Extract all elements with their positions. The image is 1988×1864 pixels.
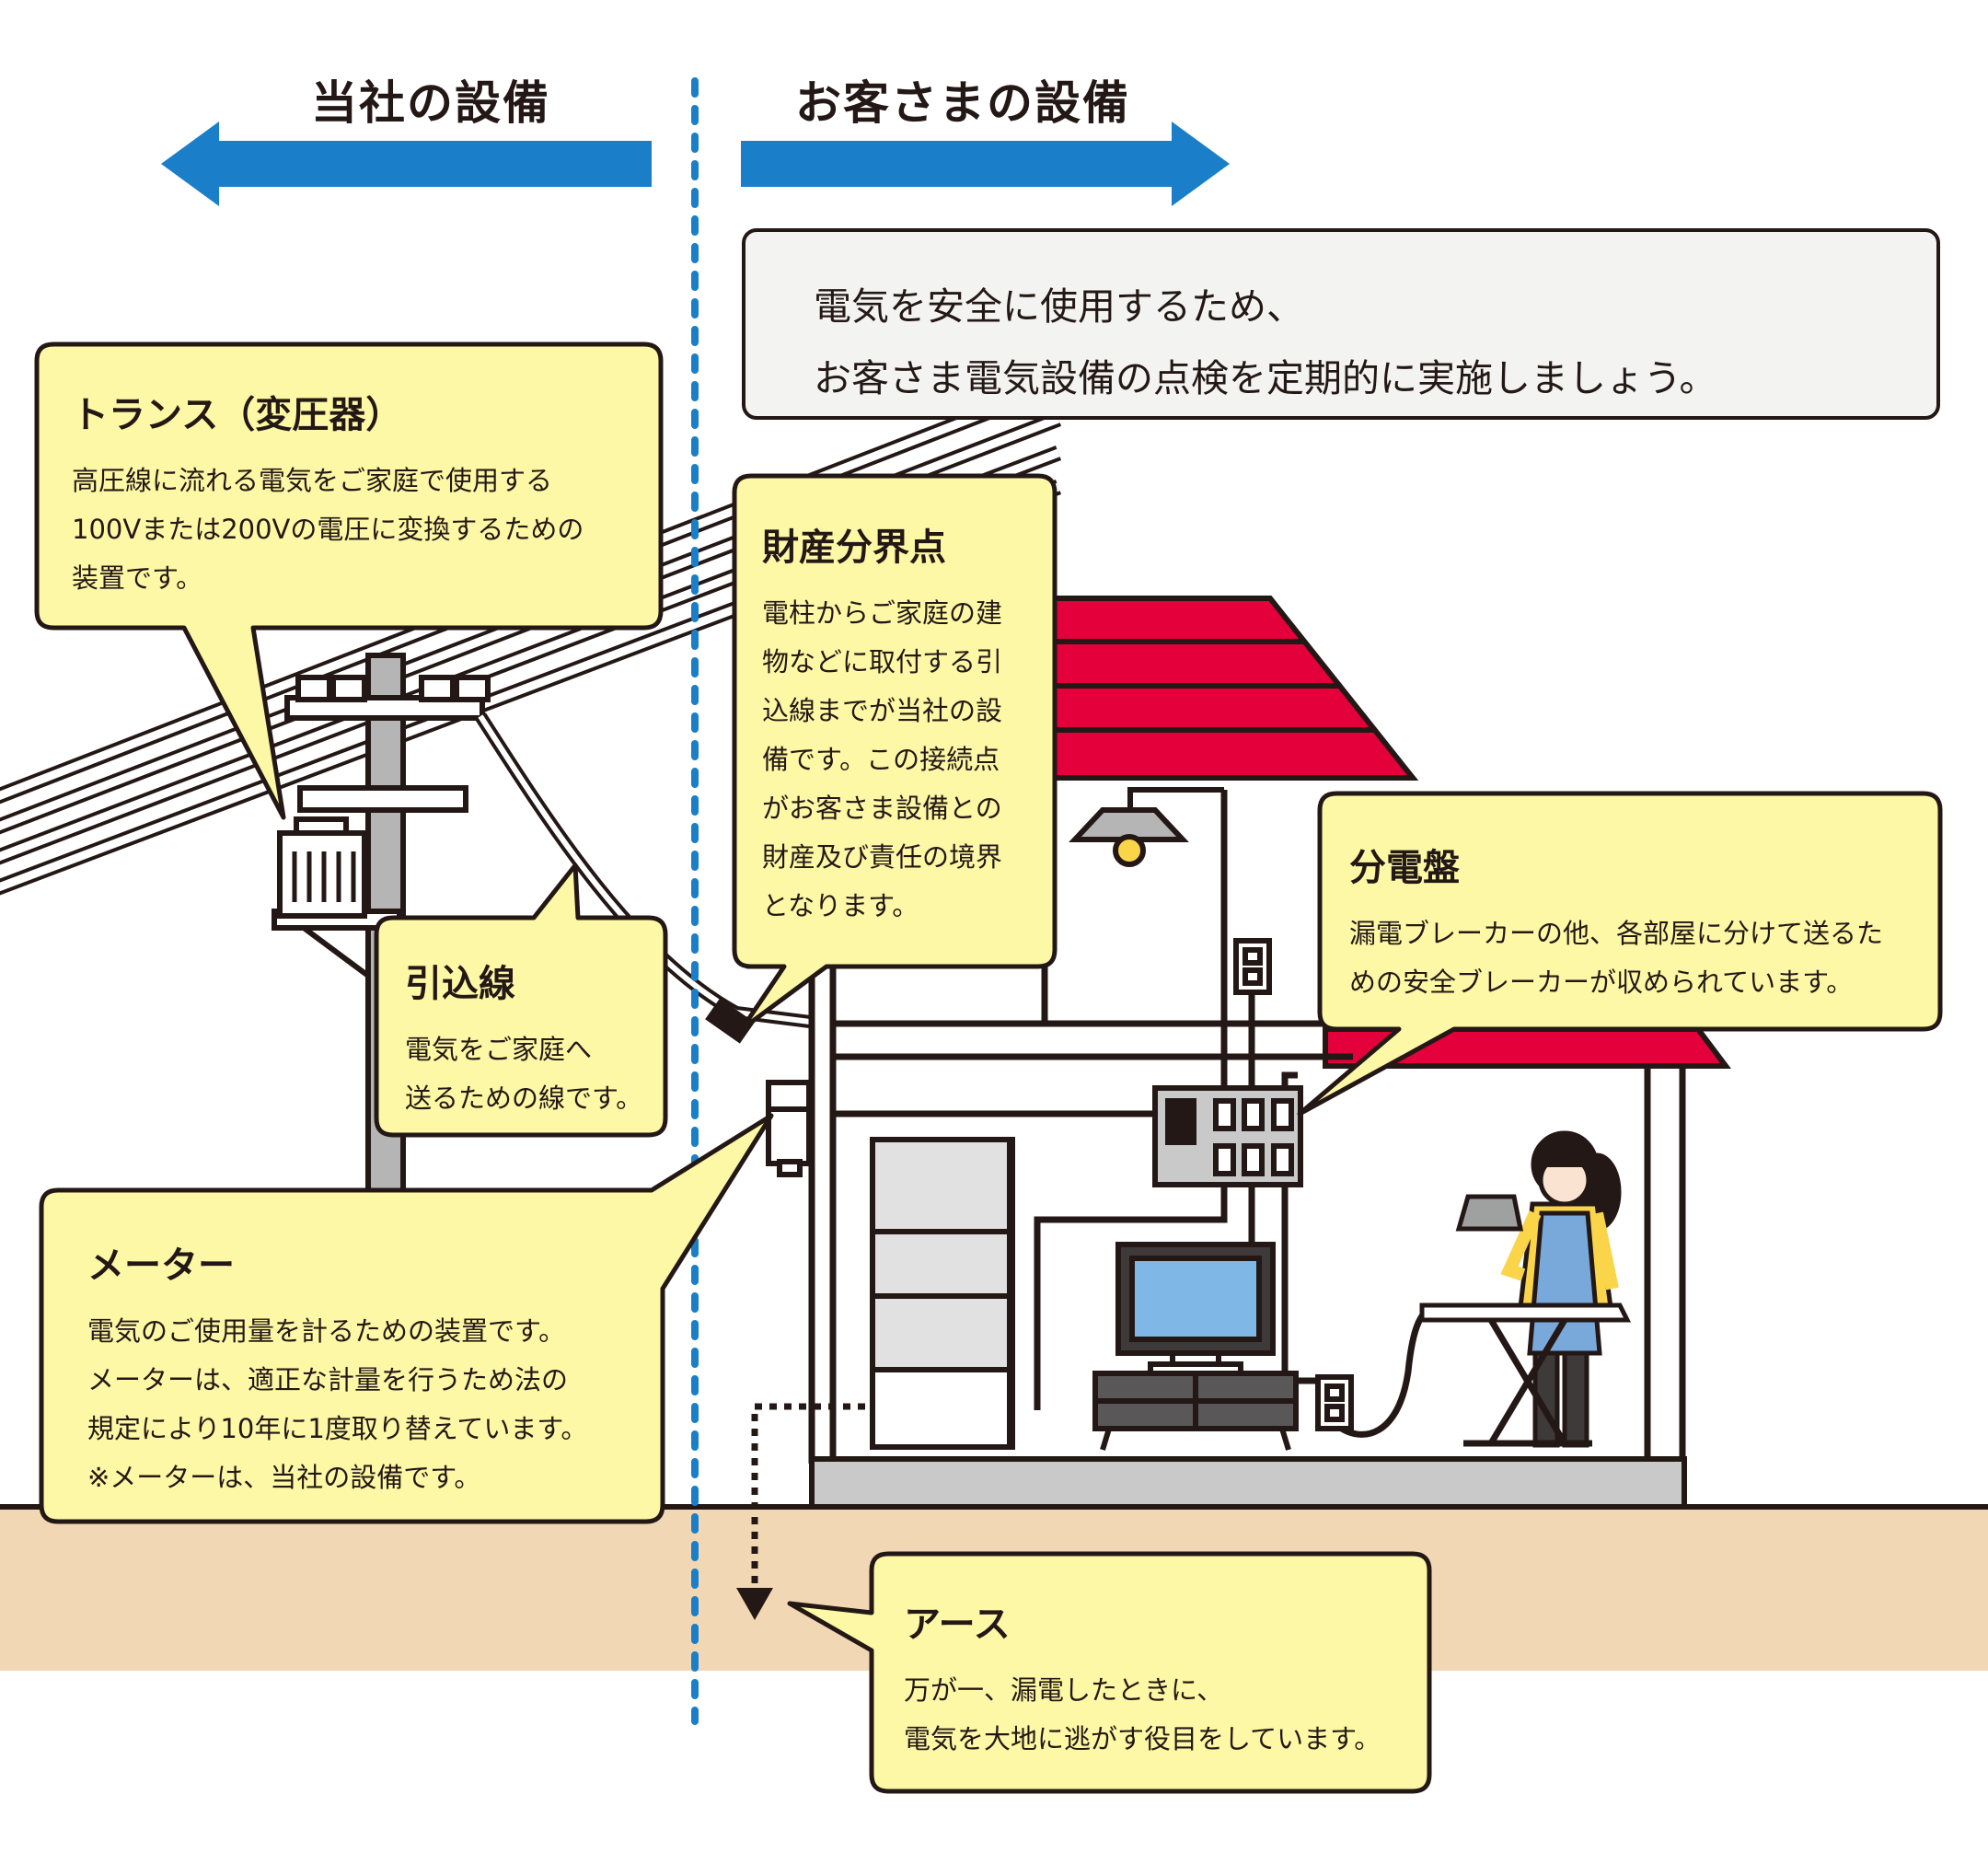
callout-title: メーター (87, 1245, 235, 1287)
callout-title: 分電盤 (1349, 847, 1460, 889)
callout-line: 100Vまたは200Vの電圧に変換するための (72, 514, 584, 545)
callout-line: めの安全ブレーカーが収められています。 (1349, 967, 1854, 998)
callout-line: ※メーターは、当社の設備です。 (87, 1462, 481, 1493)
ceiling-lamp (1069, 787, 1224, 867)
callout-line: 漏電ブレーカーの他、各部屋に分けて送るた (1349, 918, 1884, 949)
callout-line: 万が一、漏電したときに、 (904, 1674, 1224, 1706)
callout-line: 電柱からご家庭の建 (762, 597, 1003, 629)
notice-line-1: 電気を安全に使用するため、 (814, 284, 1304, 329)
pole-transformer (277, 816, 367, 919)
callout-line: 備です。この接続点 (762, 744, 1000, 775)
callout-line: 込線までが当社の設 (762, 695, 1003, 726)
electric-meter (766, 1080, 812, 1177)
callout-title: 財産分界点 (762, 527, 946, 569)
callout-line: 物などに取付する引 (762, 646, 1003, 677)
callout-title: 引込線 (405, 963, 515, 1005)
service-drop-wire (475, 712, 811, 1044)
property-boundary-callout: 財産分界点 電柱からご家庭の建 物などに取付する引 込線までが当社の設 備です。… (762, 517, 1002, 931)
callout-line: 規定により10年に1度取り替えています。 (87, 1413, 588, 1444)
refrigerator (870, 1137, 1015, 1450)
safety-notice-box: 電気を安全に使用するため、 お客さま電気設備の点検を定期的に実施しましょう。 (742, 228, 1940, 420)
callout-line: 電気を大地に逃がす役目をしています。 (904, 1723, 1381, 1754)
company-equipment-heading: 当社の設備 (311, 76, 550, 130)
television (1092, 1242, 1299, 1451)
callout-line: がお客さま設備との (762, 793, 1002, 824)
earth-line (736, 1403, 865, 1620)
distribution-panel-callout: 分電盤 漏電ブレーカーの他、各部屋に分けて送るた めの安全ブレーカーが収められて… (1349, 838, 1883, 1007)
lower-outlet (1315, 1374, 1354, 1431)
earth-callout: アース 万が一、漏電したときに、 電気を大地に逃がす役目をしています。 (904, 1594, 1381, 1764)
customer-equipment-heading: お客さまの設備 (795, 76, 1130, 130)
callout-line: 電気のご使用量を計るための装置です。 (87, 1315, 566, 1347)
callout-line: となります。 (762, 890, 919, 921)
transformer-callout: トランス（変圧器） 高圧線に流れる電気をご家庭で使用する 100Vまたは200V… (72, 385, 584, 603)
distribution-panel (1152, 1085, 1303, 1187)
callout-title: トランス（変圧器） (72, 394, 403, 436)
callout-line: メーターは、適正な計量を行うため法の (87, 1364, 569, 1395)
callout-line: 高圧線に流れる電気をご家庭で使用する (72, 465, 553, 496)
service-drop-callout: 引込線 電気をご家庭へ 送るための線です。 (405, 954, 642, 1123)
woman-ironing (1419, 1130, 1632, 1448)
callout-line: 財産及び責任の境界 (762, 841, 1003, 873)
left-arrow (161, 122, 652, 206)
meter-callout: メーター 電気のご使用量を計るための装置です。 メーターは、適正な計量を行うため… (87, 1235, 587, 1502)
callout-line: 電気をご家庭へ (405, 1034, 593, 1065)
right-arrow (741, 122, 1230, 206)
callout-line: 送るための線です。 (405, 1083, 643, 1114)
callout-line: 装置です。 (72, 562, 203, 594)
notice-line-2: お客さま電気設備の点検を定期的に実施しましょう。 (814, 356, 1717, 400)
callout-title: アース (904, 1604, 1011, 1646)
callout-bubbles (34, 342, 1943, 1794)
upper-outlet (1233, 938, 1272, 995)
